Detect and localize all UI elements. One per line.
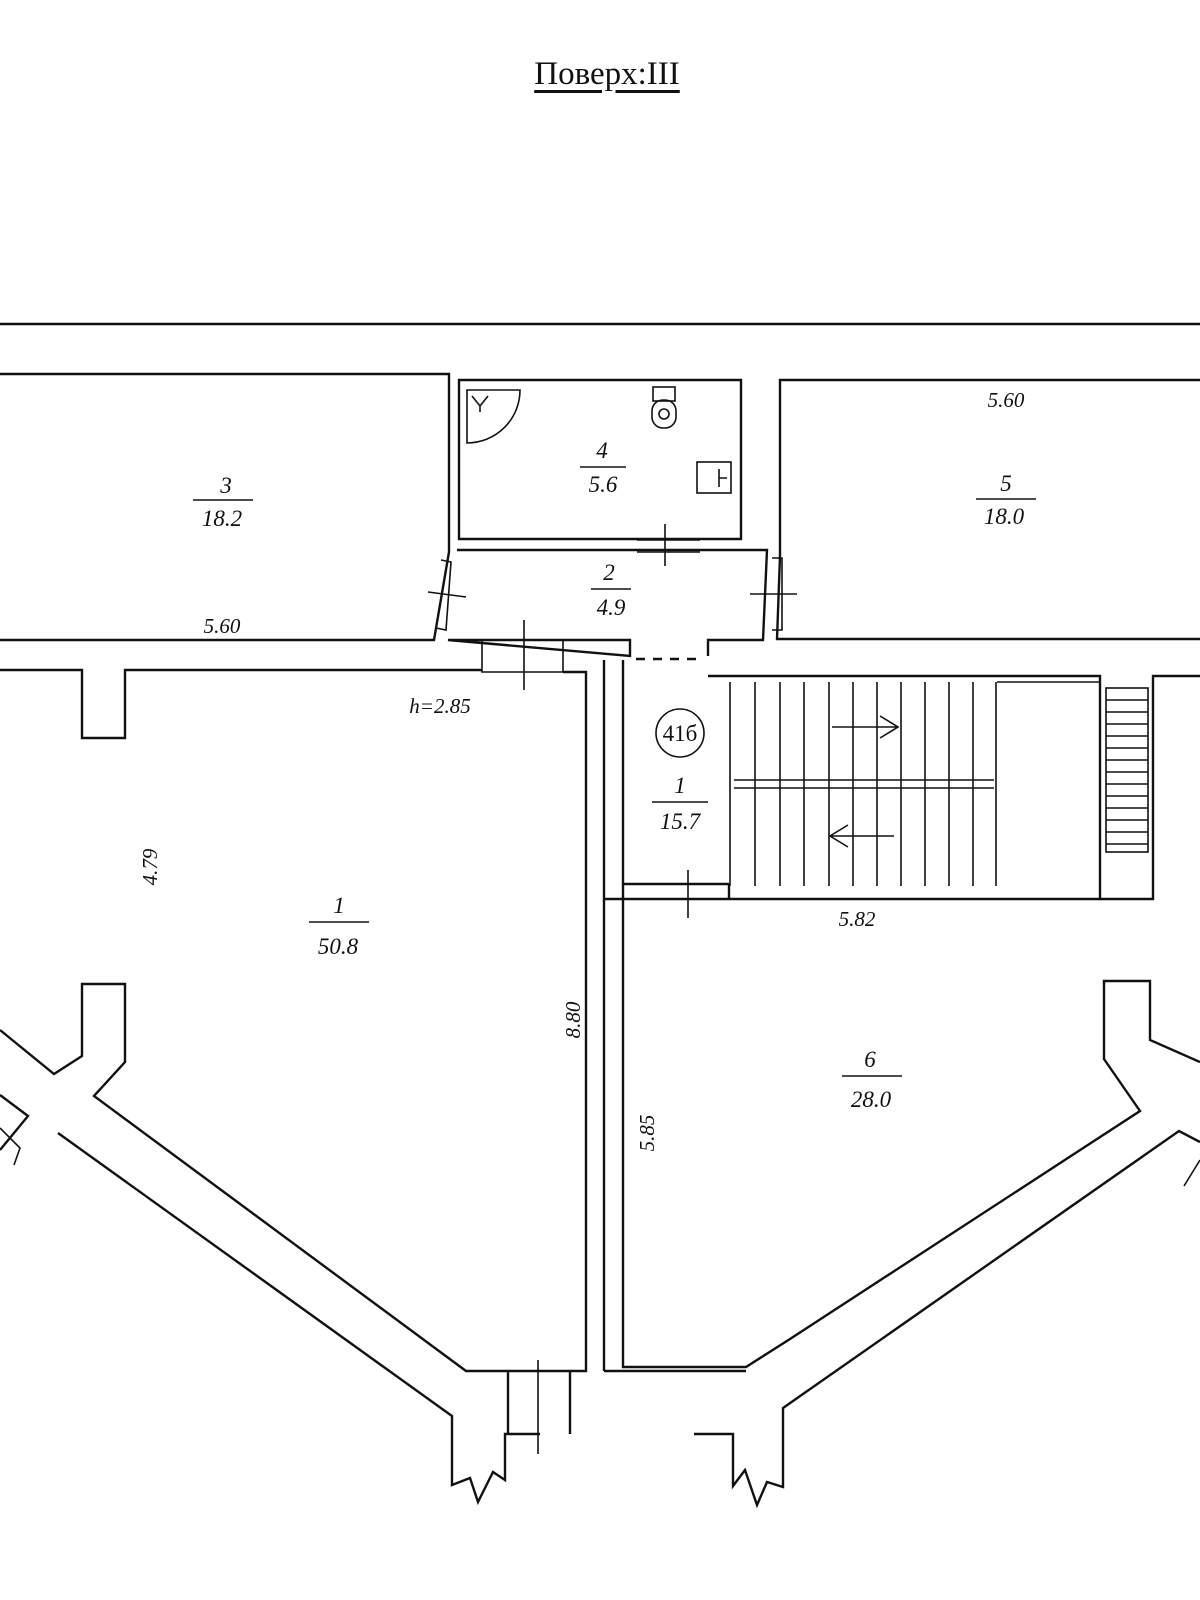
- door-room-3: [427, 559, 467, 631]
- room-3-outline: [0, 372, 451, 642]
- room-1-area: 50.8: [318, 934, 359, 959]
- room-4-outline: [457, 378, 743, 541]
- stair-treads: [729, 681, 1100, 886]
- room-5-outline: [775, 378, 1200, 641]
- central-corridor: [506, 899, 746, 1434]
- door-room-5: [750, 557, 797, 631]
- dim-room-5-width: 5.60: [988, 388, 1025, 412]
- wall-right-diagonal: [694, 1129, 1200, 1509]
- sink-icon: [696, 461, 732, 494]
- stair-room-number: 1: [674, 773, 686, 798]
- right-stair-outline: [1100, 674, 1200, 901]
- side-stair-treads: [1105, 687, 1149, 853]
- dim-room-3-width: 5.60: [204, 614, 241, 638]
- room-4-area: 5.6: [589, 472, 618, 497]
- room-3-number: 3: [219, 473, 232, 498]
- dim-room-6-width: 5.82: [839, 907, 876, 931]
- room-4-number: 4: [596, 438, 608, 463]
- door-room-1: [481, 620, 564, 690]
- corridor-2-outline: [447, 548, 769, 658]
- room-2-number: 2: [603, 560, 615, 585]
- stair-room-outline: [602, 660, 729, 901]
- stair-room-area: 15.7: [660, 809, 702, 834]
- room-1-number: 1: [333, 893, 345, 918]
- room-3-area: 18.2: [202, 506, 242, 531]
- room-6-area: 28.0: [851, 1087, 892, 1112]
- room-6-number: 6: [864, 1047, 876, 1072]
- stair-arrow-down: [828, 824, 894, 848]
- floor-title: Поверх:III: [534, 56, 680, 92]
- stair-door-jambs: [621, 884, 731, 899]
- right-wall-break: [1183, 1159, 1200, 1187]
- room-2-area: 4.9: [597, 595, 626, 620]
- dim-room-1-depth: 4.79: [138, 848, 162, 885]
- door-room-4: [637, 524, 700, 566]
- left-wall-break: [0, 1127, 21, 1166]
- ceiling-height: h=2.85: [409, 694, 470, 718]
- room-5-number: 5: [1000, 471, 1012, 496]
- dim-room-6-depth: 5.85: [635, 1115, 659, 1152]
- toilet-icon: [651, 386, 677, 429]
- dim-room-1-length: 8.80: [561, 1001, 585, 1038]
- shower-icon: [466, 389, 521, 444]
- apartment-number: 41б: [663, 721, 698, 746]
- room-1-outline: [0, 668, 588, 1373]
- room-5-area: 18.0: [984, 504, 1025, 529]
- wall-left-diagonal-outer: [0, 1094, 30, 1151]
- wall-left-diagonal: [57, 1132, 540, 1506]
- staircase-outline: [623, 674, 1102, 901]
- stair-arrow-up: [832, 715, 900, 739]
- apartment-number-circle: [655, 708, 705, 758]
- room-6-outline: [621, 899, 1200, 1369]
